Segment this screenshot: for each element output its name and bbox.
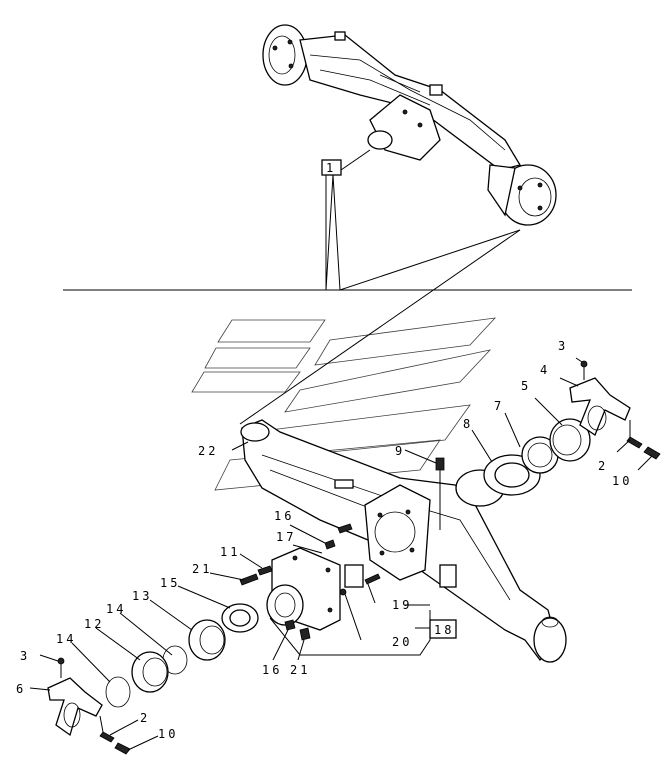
callout-10-right: 10 xyxy=(612,474,632,488)
callout-14-top: 14 xyxy=(106,602,126,616)
callout-4: 4 xyxy=(540,363,550,377)
callout-16-top: 16 xyxy=(274,509,294,523)
callout-8: 8 xyxy=(463,417,473,431)
callout-2-right: 2 xyxy=(598,459,608,473)
callout-18: 18 xyxy=(434,623,454,637)
callout-6: 6 xyxy=(16,682,26,696)
callout-7: 7 xyxy=(494,399,504,413)
right-pivot-parts xyxy=(483,360,661,496)
callout-19: 19 xyxy=(392,598,412,612)
callout-15: 15 xyxy=(160,576,180,590)
callout-numbers: 22 9 8 7 5 4 3 2 10 16 17 11 21 15 13 14… xyxy=(16,339,632,741)
callout-12: 12 xyxy=(84,617,104,631)
front-support-group xyxy=(239,523,381,641)
callout-21-bottom: 21 xyxy=(290,663,310,677)
left-pivot-parts xyxy=(47,603,259,755)
callout-16-bottom: 16 xyxy=(262,663,282,677)
callout-box-18 xyxy=(429,619,457,639)
callout-13: 13 xyxy=(132,589,152,603)
callout-5: 5 xyxy=(521,379,531,393)
callout-20: 20 xyxy=(392,635,412,649)
complete-axle-assembly xyxy=(262,24,557,226)
callout-leaders xyxy=(29,357,653,751)
callout-11: 11 xyxy=(220,545,240,559)
callout-14-bottom: 14 xyxy=(56,632,76,646)
callout-3-left: 3 xyxy=(20,649,30,663)
callout-3-right: 3 xyxy=(558,339,568,353)
callout-1: 1 xyxy=(326,161,336,175)
callout-22: 22 xyxy=(198,444,218,458)
callout-10-left: 10 xyxy=(158,727,178,741)
callout-21-top: 21 xyxy=(192,562,212,576)
callout-2-left: 2 xyxy=(140,711,150,725)
callout-17: 17 xyxy=(276,530,296,544)
callout-box-1 xyxy=(321,159,342,176)
callout-9: 9 xyxy=(395,444,405,458)
